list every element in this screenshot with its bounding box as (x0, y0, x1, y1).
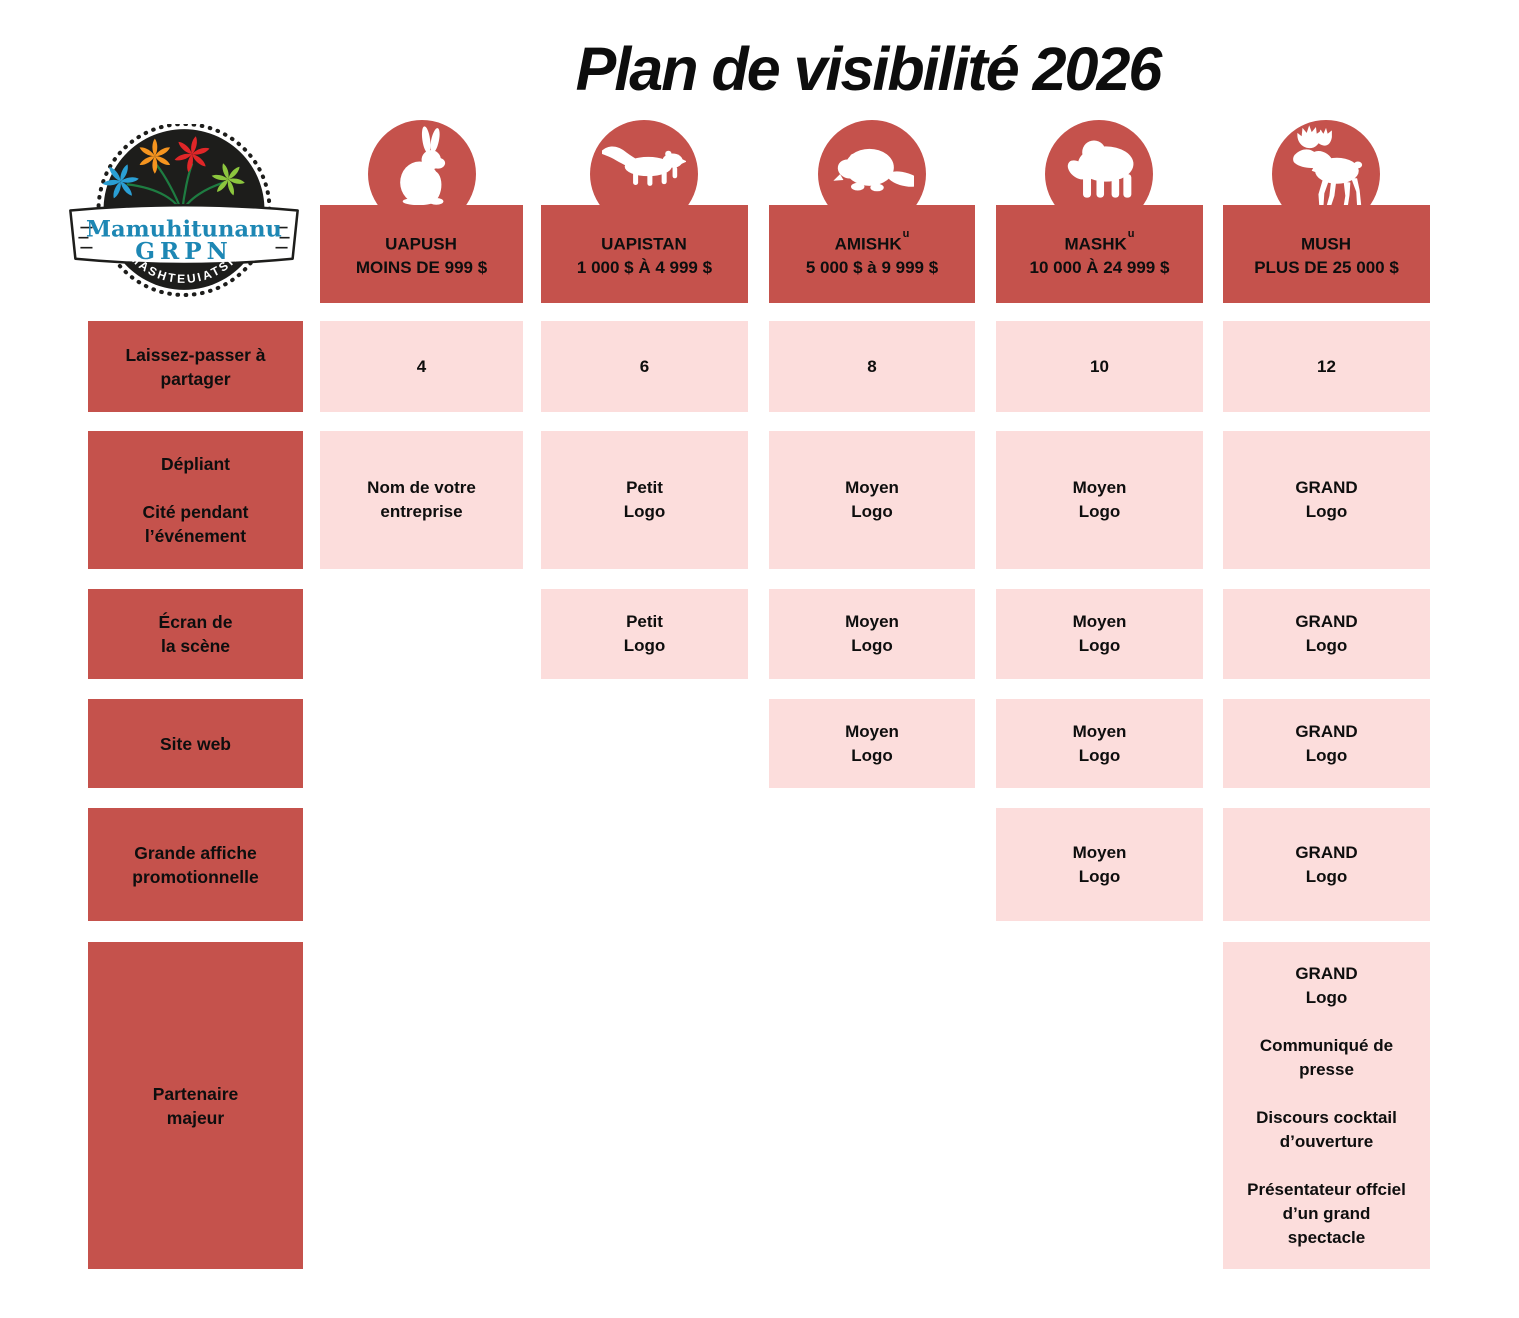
table-cell: Moyen Logo (996, 808, 1203, 921)
table-cell: GRAND Logo (1223, 808, 1430, 921)
table-cell: GRAND Logo (1223, 699, 1430, 788)
tier-name: MASHKu (1064, 228, 1134, 257)
logo-name-line1: Mamuhitunanu (86, 217, 282, 243)
weasel-icon (602, 146, 686, 186)
table-cell: 12 (1223, 321, 1430, 412)
tier-name: UAPISTAN (601, 228, 688, 257)
table-cell: Moyen Logo (769, 589, 975, 679)
table-cell: Nom de votre entreprise (320, 431, 523, 569)
table-cell: 4 (320, 321, 523, 412)
table-cell: Petit Logo (541, 589, 748, 679)
beaver-icon (833, 148, 914, 192)
tier-name-text: AMISHK (834, 234, 902, 254)
table-cell: 10 (996, 321, 1203, 412)
tier-name-text: MUSH (1300, 234, 1352, 254)
tier-range: PLUS DE 25 000 $ (1254, 258, 1399, 278)
organization-logo: Mamuhitunanu GRPN MASHTEUIATSH (62, 121, 306, 300)
column-header-uapush: UAPUSH MOINS DE 999 $ (320, 205, 523, 303)
tier-range: 1 000 $ À 4 999 $ (576, 258, 713, 278)
row-label-partenaire-majeur: Partenaire majeur (88, 942, 303, 1269)
logo-banner-ribbon (69, 203, 299, 266)
row-label-laissez-passer: Laissez-passer à partager (88, 321, 303, 412)
logo-name-line2: GRPN (135, 238, 233, 265)
column-header-uapistan: UAPISTAN 1 000 $ À 4 999 $ (541, 205, 748, 303)
table-cell: GRAND Logo (1223, 431, 1430, 569)
bear-icon (1067, 140, 1134, 198)
tier-name-text: UAPISTAN (601, 234, 687, 254)
logo-badge: Mamuhitunanu GRPN MASHTEUIATSH (69, 121, 299, 297)
table-cell: Petit Logo (541, 431, 748, 569)
tier-range: MOINS DE 999 $ (355, 258, 488, 278)
logo-top-half (103, 129, 265, 225)
table-cell: 6 (541, 321, 748, 412)
tier-name-text: UAPUSH (385, 234, 457, 254)
row-label-ecran-scene: Écran de la scène (88, 589, 303, 679)
table-cell: 8 (769, 321, 975, 412)
tier-name: MUSH (1301, 228, 1352, 257)
tier-name-sup: u (902, 227, 910, 240)
page-title: Plan de visibilité 2026 (575, 35, 1163, 103)
table-cell: Moyen Logo (769, 431, 975, 569)
column-header-mashk: MASHKu 10 000 À 24 999 $ (996, 205, 1203, 303)
row-label-depliant: Dépliant Cité pendant l’événement (88, 431, 303, 569)
column-header-mush: MUSH PLUS DE 25 000 $ (1223, 205, 1430, 303)
table-cell: Moyen Logo (769, 699, 975, 788)
moose-icon (1293, 125, 1363, 206)
tier-range: 5 000 $ à 9 999 $ (805, 258, 939, 278)
tier-range: 10 000 À 24 999 $ (1029, 258, 1170, 278)
table-cell: Moyen Logo (996, 589, 1203, 679)
logo-banner-sketch-lines (78, 226, 290, 249)
tier-name-text: MASHK (1064, 234, 1127, 254)
tier-name-sup: u (1127, 227, 1135, 240)
table-cell: GRAND Logo (1223, 589, 1430, 679)
tier-name: UAPUSH (385, 228, 458, 257)
table-cell: GRAND Logo Communiqué de presse Discours… (1223, 942, 1430, 1269)
column-header-amishk: AMISHKu 5 000 $ à 9 999 $ (769, 205, 975, 303)
table-cell: Moyen Logo (996, 431, 1203, 569)
row-label-grande-affiche: Grande affiche promotionnelle (88, 808, 303, 921)
rabbit-icon (400, 126, 446, 206)
tier-name: AMISHKu (835, 228, 910, 257)
table-cell: Moyen Logo (996, 699, 1203, 788)
row-label-site-web: Site web (88, 699, 303, 788)
